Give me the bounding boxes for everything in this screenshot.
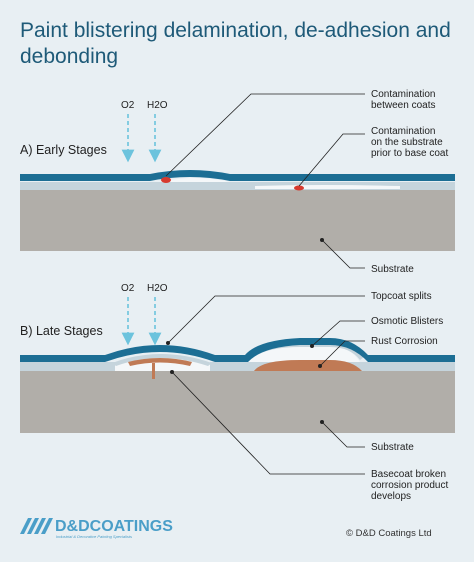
logo-tagline: Industrial & Decorative Painting Special… [56,534,132,539]
basecoat-b-left [20,362,115,371]
o2-label: O2 [121,100,135,111]
topcoat-a [20,170,455,181]
logo-stripes-icon [20,518,53,534]
svg-text:Substrate: Substrate [371,442,414,453]
h2o-label: H2O [147,100,168,111]
stage-a-label: A) Early Stages [20,143,107,157]
callout-basecoat-broken: Basecoat broken corrosion product develo… [170,370,448,502]
callout-osmotic-blisters: Osmotic Blisters [310,316,443,348]
basecoat-a [20,182,455,190]
contamination-dot-substrate [294,185,304,191]
basecoat-crack [152,363,155,379]
contamination-dot-coats [161,177,171,183]
svg-text:Osmotic Blisters: Osmotic Blisters [371,316,443,327]
callout-topcoat-splits: Topcoat splits [166,291,432,345]
svg-text:Contamination: Contamination [371,89,435,100]
callout-contamination-coats: Contamination between coats [165,89,436,177]
logo-name: D&DCOATINGS [55,518,173,535]
substrate-a [20,189,455,251]
svg-text:prior to base coat: prior to base coat [371,148,448,159]
svg-text:between coats: between coats [371,100,436,111]
callout-substrate-b: Substrate [320,420,414,453]
topcoat-b [20,338,455,362]
right-blister-gap [248,346,360,362]
substrate-b [20,371,455,433]
svg-text:Substrate: Substrate [371,264,414,275]
o2-label-b: O2 [121,283,135,294]
stage-a-gas-arrows: O2 H2O [121,100,168,163]
right-rust [254,360,362,371]
company-logo: D&DCOATINGS Industrial & Decorative Pain… [20,518,173,539]
svg-text:Rust Corrosion: Rust Corrosion [371,336,438,347]
copyright: © D&D Coatings Ltd [346,528,432,539]
svg-text:Contamination: Contamination [371,126,435,137]
callout-rust-corrosion: Rust Corrosion [318,336,438,368]
callout-contamination-substrate: Contamination on the substrate prior to … [298,126,448,187]
page-title: Paint blistering delamination, de-adhesi… [20,19,451,68]
left-rust [128,358,192,366]
h2o-label-b: H2O [147,283,168,294]
svg-text:Topcoat splits: Topcoat splits [371,291,432,302]
svg-text:on the substrate: on the substrate [371,137,443,148]
svg-text:corrosion product: corrosion product [371,480,448,491]
svg-text:develops: develops [371,491,411,502]
stage-b-label: B) Late Stages [20,324,103,338]
left-blister-basecoat [112,354,212,366]
callout-substrate-a: Substrate [320,238,414,275]
delamination-gap-a [160,178,230,182]
stage-b-gas-arrows: O2 H2O [121,283,168,346]
svg-text:Basecoat broken: Basecoat broken [371,469,446,480]
